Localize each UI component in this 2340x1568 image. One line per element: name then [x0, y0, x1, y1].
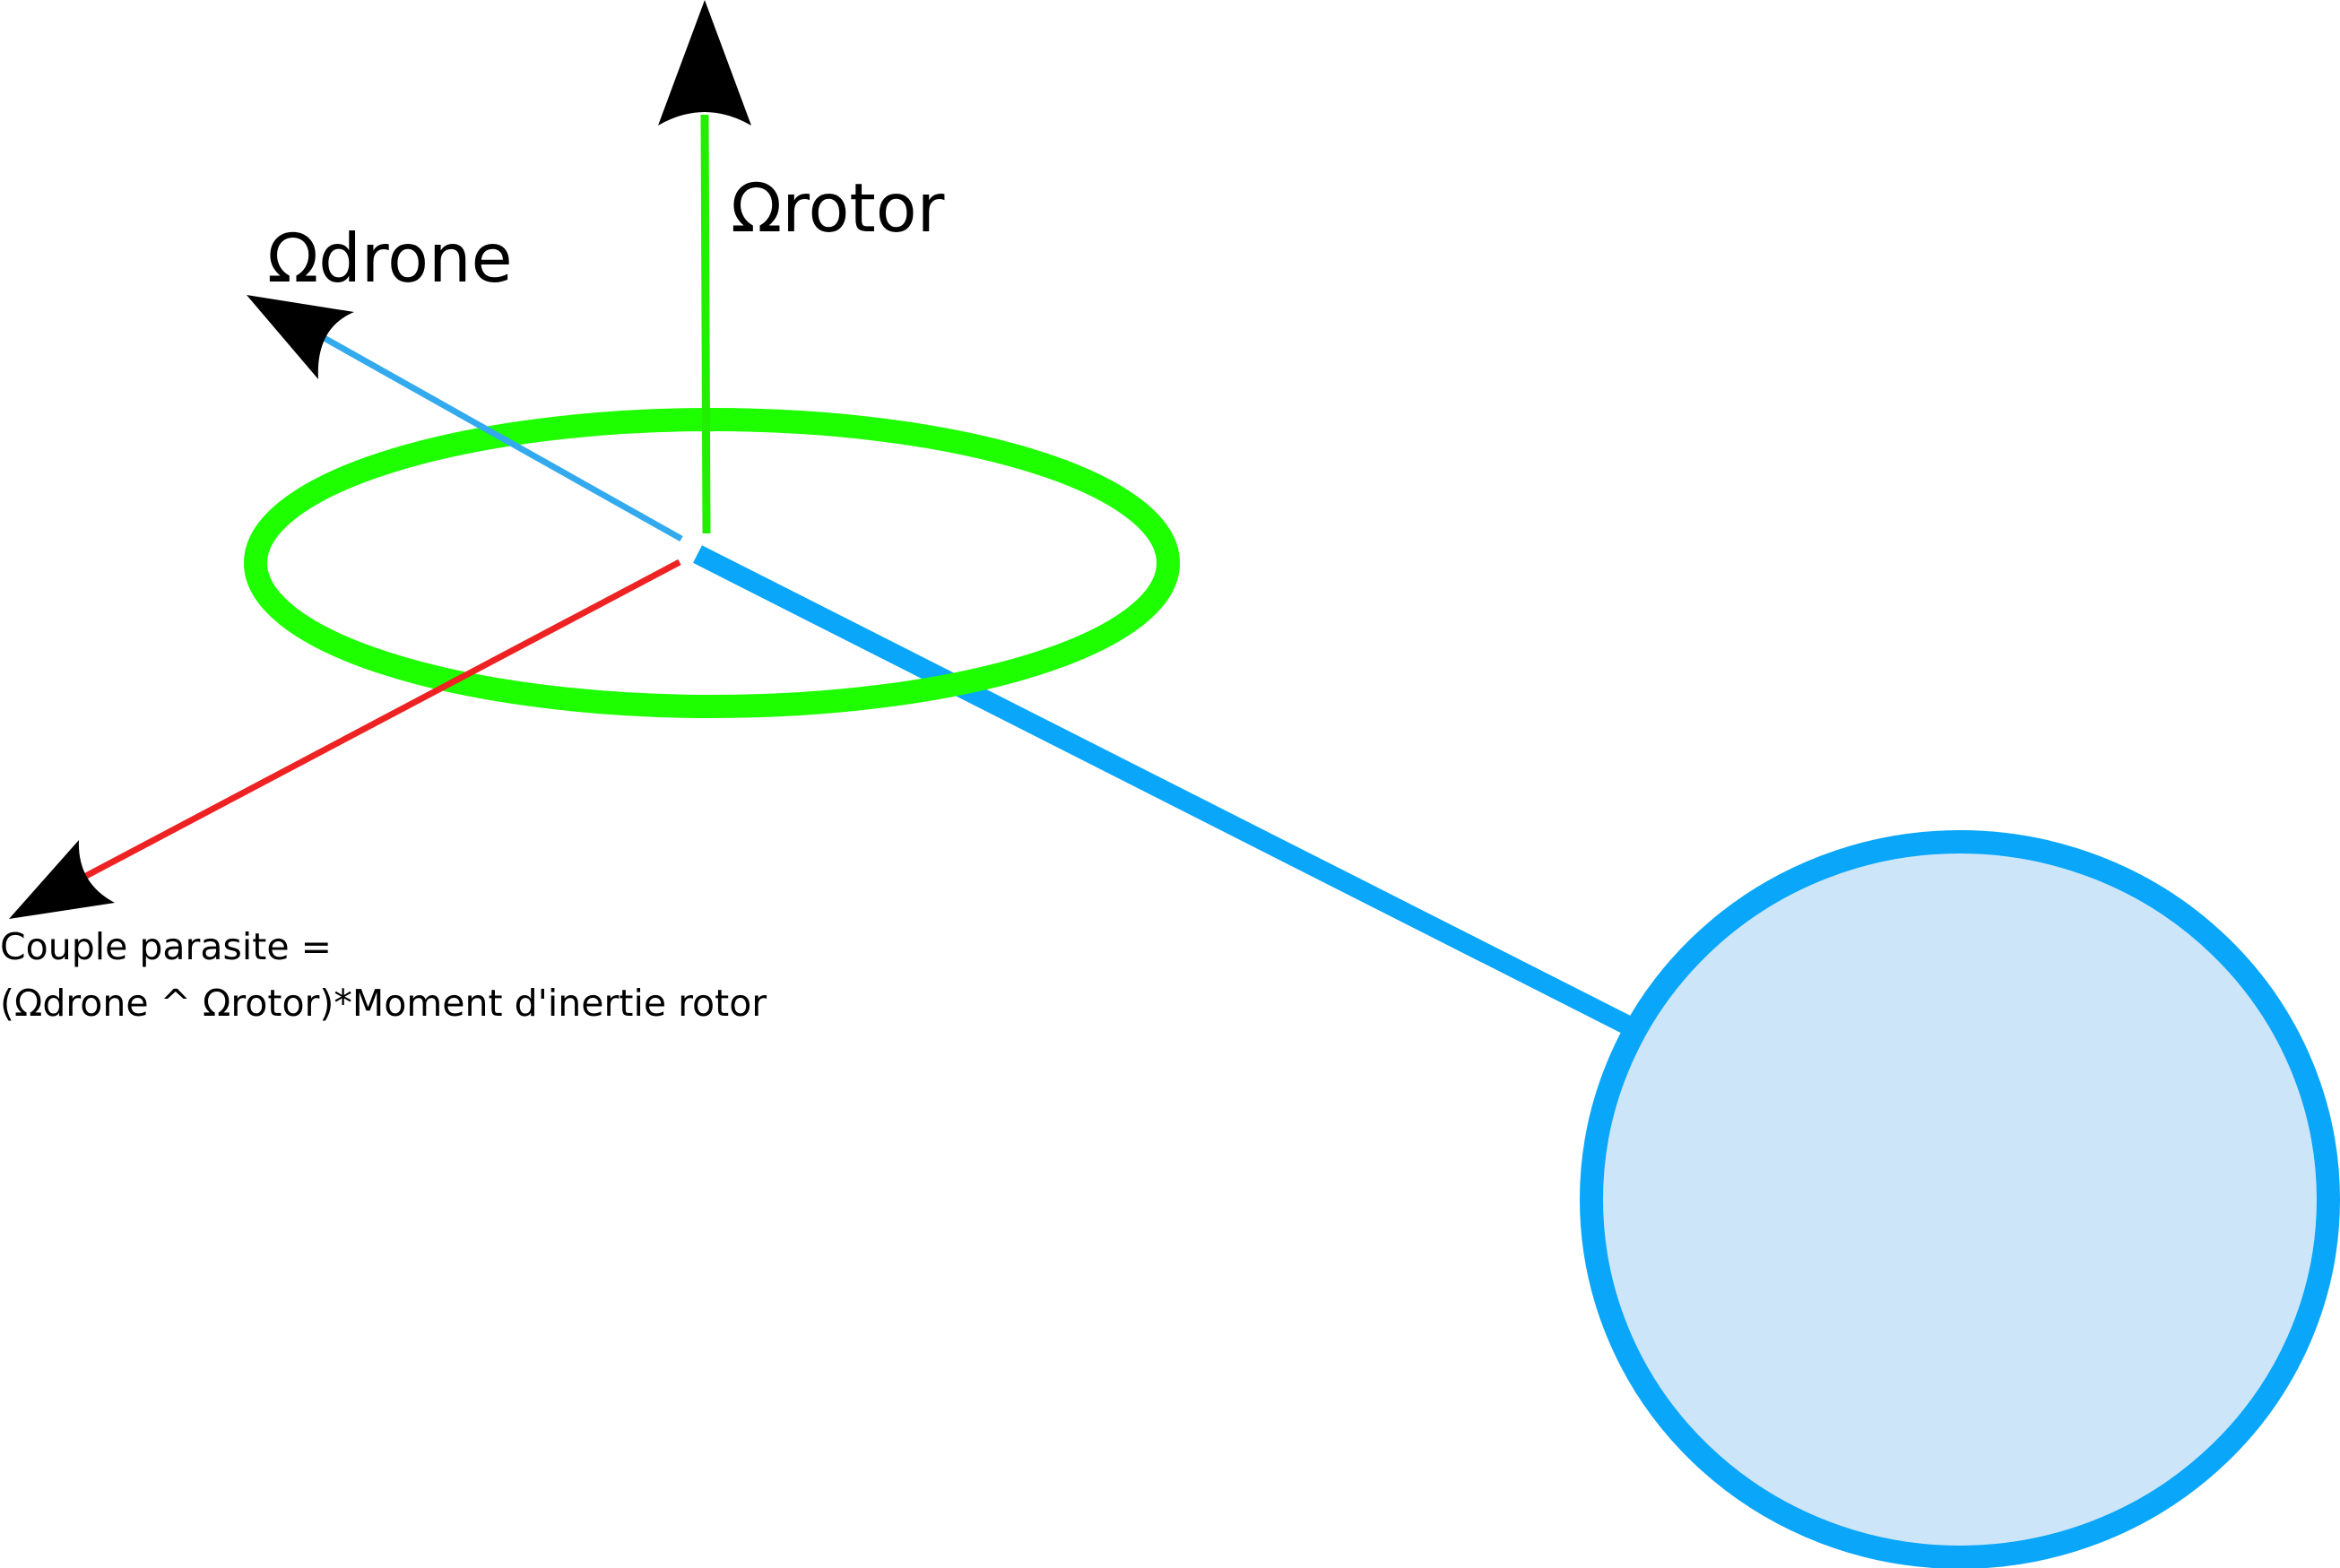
- rotor-ring: [244, 408, 1180, 718]
- couple-formula-line-2: (Ωdrone ^ Ωrotor)*Moment d'inertie rotor: [0, 982, 767, 1025]
- couple-formula-line-1: Couple parasite =: [0, 925, 332, 968]
- drone-axis-arrowhead: [247, 295, 354, 379]
- omega-drone-label: Ωdrone: [267, 219, 513, 298]
- drone-arm: [693, 545, 1638, 1037]
- torque-axis-line: [84, 559, 681, 879]
- rotor-axis-line: [700, 114, 711, 534]
- drone-body: [1580, 830, 2340, 1568]
- torque-axis-arrowhead: [9, 840, 115, 919]
- rotor-axis-arrowhead: [658, 0, 751, 126]
- omega-rotor-label: Ωrotor: [731, 169, 945, 247]
- drone-axis-line: [319, 333, 683, 542]
